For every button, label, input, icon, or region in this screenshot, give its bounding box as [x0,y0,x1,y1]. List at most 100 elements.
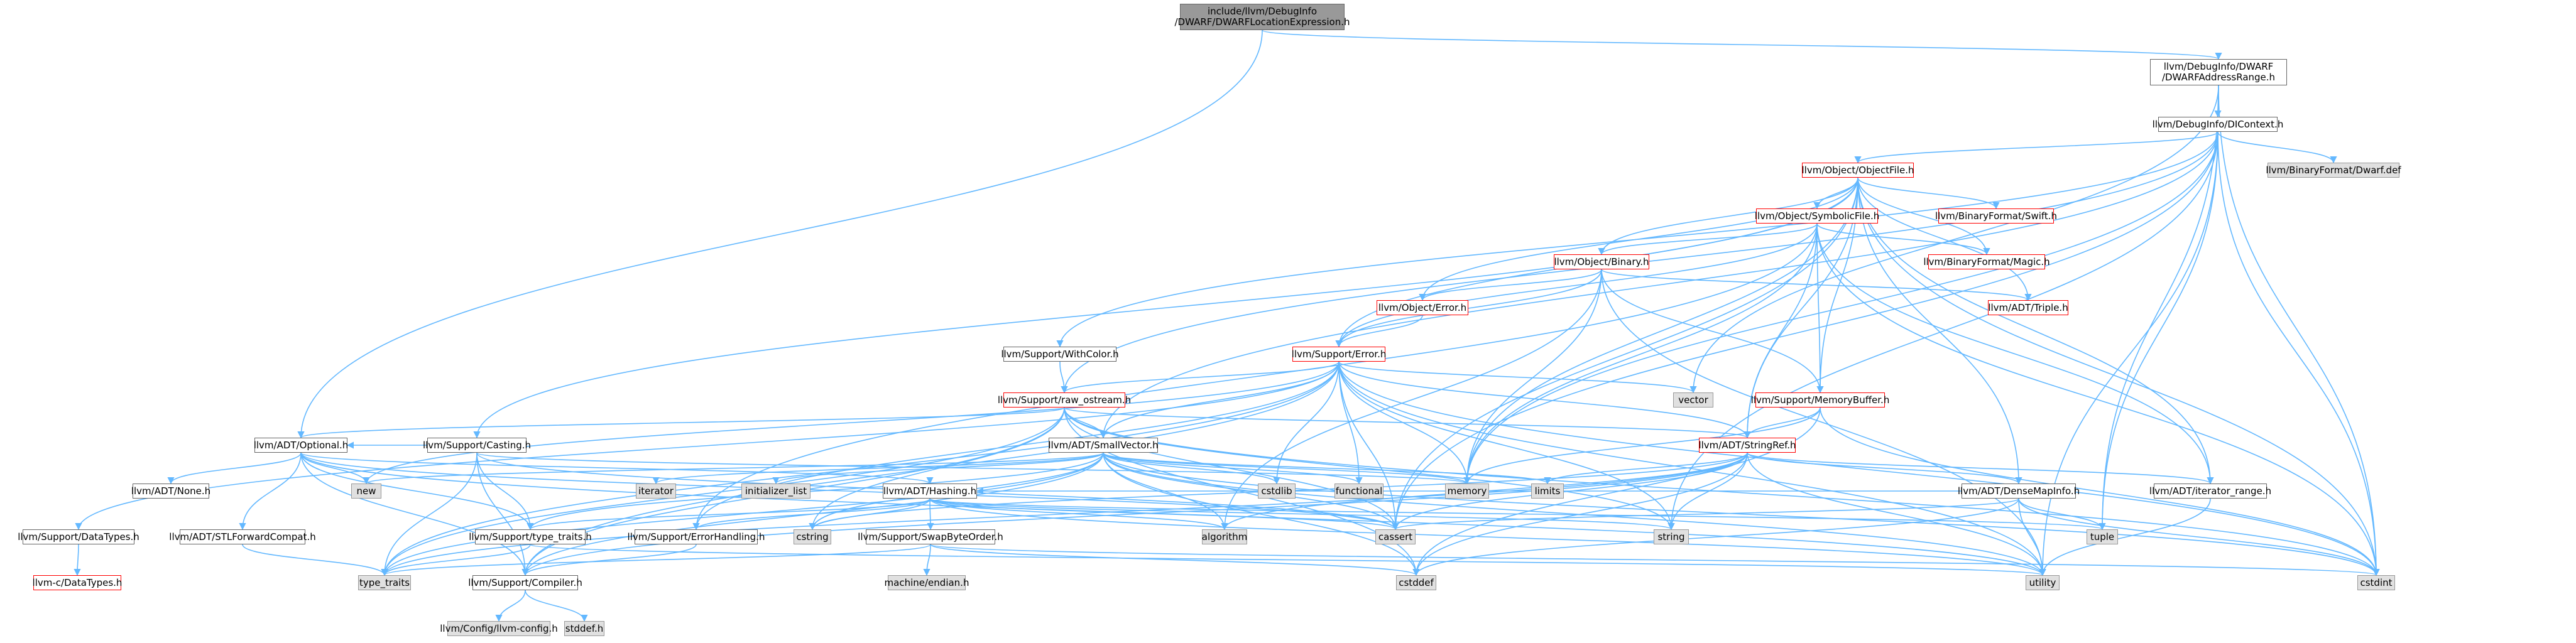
node-cstring[interactable]: cstring [794,529,831,544]
node-cstdint[interactable]: cstdint [2357,575,2395,590]
node-dicontext[interactable]: llvm/DebugInfo/DIContext.h [2153,117,2283,132]
node-type-traits[interactable]: type_traits [358,575,411,590]
node-llvm-c-datatypes[interactable]: llvm-c/DataTypes.h [33,575,122,590]
edge-binary-to-utility [1601,269,2046,576]
node-algorithm[interactable]: algorithm [1202,529,1247,544]
node-magic[interactable]: llvm/BinaryFormat/Magic.h [1923,254,2050,269]
node-swapbyteorder[interactable]: llvm/Support/SwapByteOrder.h [858,529,1003,544]
edge-compiler-to-llvmconfig [495,590,526,622]
node-machine-endian[interactable]: machine/endian.h [885,575,969,590]
edge-smallvector-to-limits [1103,452,1551,485]
edge-densemapinfo-to-cstddef [1412,498,2019,576]
node-objectfile[interactable]: llvm/Object/ObjectFile.h [1802,163,1914,178]
edge-error-to-rawostream [1061,361,1340,394]
edge-optional-to-stlforward [239,452,302,531]
edge-symfile-to-magic [1816,223,1990,256]
edge-stringref-to-iterrange [1747,452,2214,485]
node-dwarf-def[interactable]: llvm/BinaryFormat/Dwarf.def [2266,163,2401,178]
edge-smallvector-to-new [363,452,1104,485]
node-withcolor[interactable]: llvm/Support/WithColor.h [1001,347,1119,362]
node-smallvector[interactable]: llvm/ADT/SmallVector.h [1048,438,1159,453]
edge-hashing-to-utility [929,498,2046,576]
node-object-error[interactable]: llvm/Object/Error.h [1377,300,1468,315]
edge-rawostream-to-optional [297,407,1065,439]
edge-memorybuffer-to-memory [1463,407,1821,485]
edge-typetraits_llvm-to-utility [530,544,2046,576]
node-memory[interactable]: memory [1445,484,1489,499]
edge-smallvector-to-iterator [652,452,1104,485]
node-triple[interactable]: llvm/ADT/Triple.h [1988,300,2068,315]
edge-hashing-to-typetraits_llvm [527,498,931,531]
edge-hashing-to-errorhandling [692,498,931,531]
node-functional[interactable]: functional [1334,484,1384,499]
node-string[interactable]: string [1654,529,1689,544]
edge-casting-to-typetraits_llvm [476,452,534,531]
edge-hashing-to-string [929,498,1675,531]
edge-optional-to-new [300,452,370,485]
edge-withcolor-to-rawostream [1059,361,1068,394]
node-llvm-config[interactable]: llvm/Config/llvm-config.h [440,621,558,636]
edge-objfile-to-cstdint [1857,177,2380,576]
edge-stlforward-to-typetraits [242,544,388,576]
node-support-type-traits[interactable]: llvm/Support/type_traits.h [469,529,592,544]
node-label-line: include/llvm/DebugInfo [1208,6,1317,17]
edge-dicontext-to-cstdint [2217,131,2380,576]
node-swift[interactable]: llvm/BinaryFormat/Swift.h [1935,208,2057,224]
node-root-dwarflocationexpression[interactable]: include/llvm/DebugInfo/DWARF/DWARFLocati… [1175,4,1350,30]
edge-root-to-optional [297,30,1263,439]
edge-error-to-functional [1338,361,1363,485]
edge-hashing-to-algorithm [929,498,1228,531]
node-label-line: /DWARF/DWARFLocationExpression.h [1174,16,1350,28]
edge-densemapinfo-to-cassert [1392,498,2019,531]
edge-swapbyteorder-to-typetraits [381,544,931,576]
node-limits[interactable]: limits [1531,484,1564,499]
node-raw-ostream[interactable]: llvm/Support/raw_ostream.h [998,392,1131,408]
node-errorhandling[interactable]: llvm/Support/ErrorHandling.h [628,529,765,544]
edge-datatypes-to-cdatatypes [74,544,81,576]
node-stddef[interactable]: stddef.h [564,621,604,636]
edge-error-to-vector [1338,361,1697,394]
edge-dicontext-to-memory [1463,131,2219,485]
node-symbolicfile[interactable]: llvm/Object/SymbolicFile.h [1755,208,1879,224]
node-utility[interactable]: utility [2026,575,2060,590]
edge-objfile-to-casting [473,177,1858,439]
node-optional[interactable]: llvm/ADT/Optional.h [254,438,348,453]
edge-binary-to-error [1335,269,1602,348]
node-cassert[interactable]: cassert [1375,529,1416,544]
node-binary[interactable]: llvm/Object/Binary.h [1554,254,1649,269]
edge-optional-to-typetraits_llvm [300,452,534,531]
edge-smallvector-to-utility [1103,452,2046,576]
node-new[interactable]: new [351,484,381,499]
node-hashing[interactable]: llvm/ADT/Hashing.h [883,484,977,499]
node-cstdlib[interactable]: cstdlib [1258,484,1296,499]
edge-rawostream-to-typetraits [381,407,1065,576]
node-tuple[interactable]: tuple [2087,529,2118,544]
edge-error-to-string [1338,361,1675,531]
edge-error-to-cstdint [1338,361,2380,576]
node-initializer-list[interactable]: initializer_list [741,484,810,499]
node-cstddef[interactable]: cstddef [1396,575,1436,590]
edge-rawostream-to-stringref [1064,407,1751,439]
node-label-line: /DWARFAddressRange.h [2161,72,2276,83]
node-densemapinfo[interactable]: llvm/ADT/DenseMapInfo.h [1958,484,2080,499]
node-iterator-range[interactable]: llvm/ADT/iterator_range.h [2149,484,2271,499]
node-none[interactable]: llvm/ADT/None.h [131,484,210,499]
edge-objfile-to-swift [1857,177,2000,210]
edge-objfile-to-triple [1857,177,2032,301]
edge-error-to-cstdlib [1273,361,1340,485]
node-support-error[interactable]: llvm/Support/Error.h [1292,347,1386,362]
node-iterator[interactable]: iterator [636,484,676,499]
node-dwarfaddressrange[interactable]: llvm/DebugInfo/DWARF/DWARFAddressRange.h [2150,59,2287,85]
edge-symfile-to-cstdint [1816,223,2380,576]
node-memorybuffer[interactable]: llvm/Support/MemoryBuffer.h [1751,392,1889,408]
node-compiler[interactable]: llvm/Support/Compiler.h [468,575,582,590]
edge-errorhandling-to-compiler [521,544,697,576]
node-stringref[interactable]: llvm/ADT/StringRef.h [1698,438,1796,453]
node-vector[interactable]: vector [1673,392,1713,408]
node-support-datatypes[interactable]: llvm/Support/DataTypes.h [18,529,139,544]
edge-rawostream-to-smallvector [1064,407,1107,439]
node-stlforwardcompat[interactable]: llvm/ADT/STLForwardCompat.h [169,529,316,544]
node-casting[interactable]: llvm/Support/Casting.h [423,438,531,453]
edge-swapbyteorder-to-cstdint [930,544,2379,576]
